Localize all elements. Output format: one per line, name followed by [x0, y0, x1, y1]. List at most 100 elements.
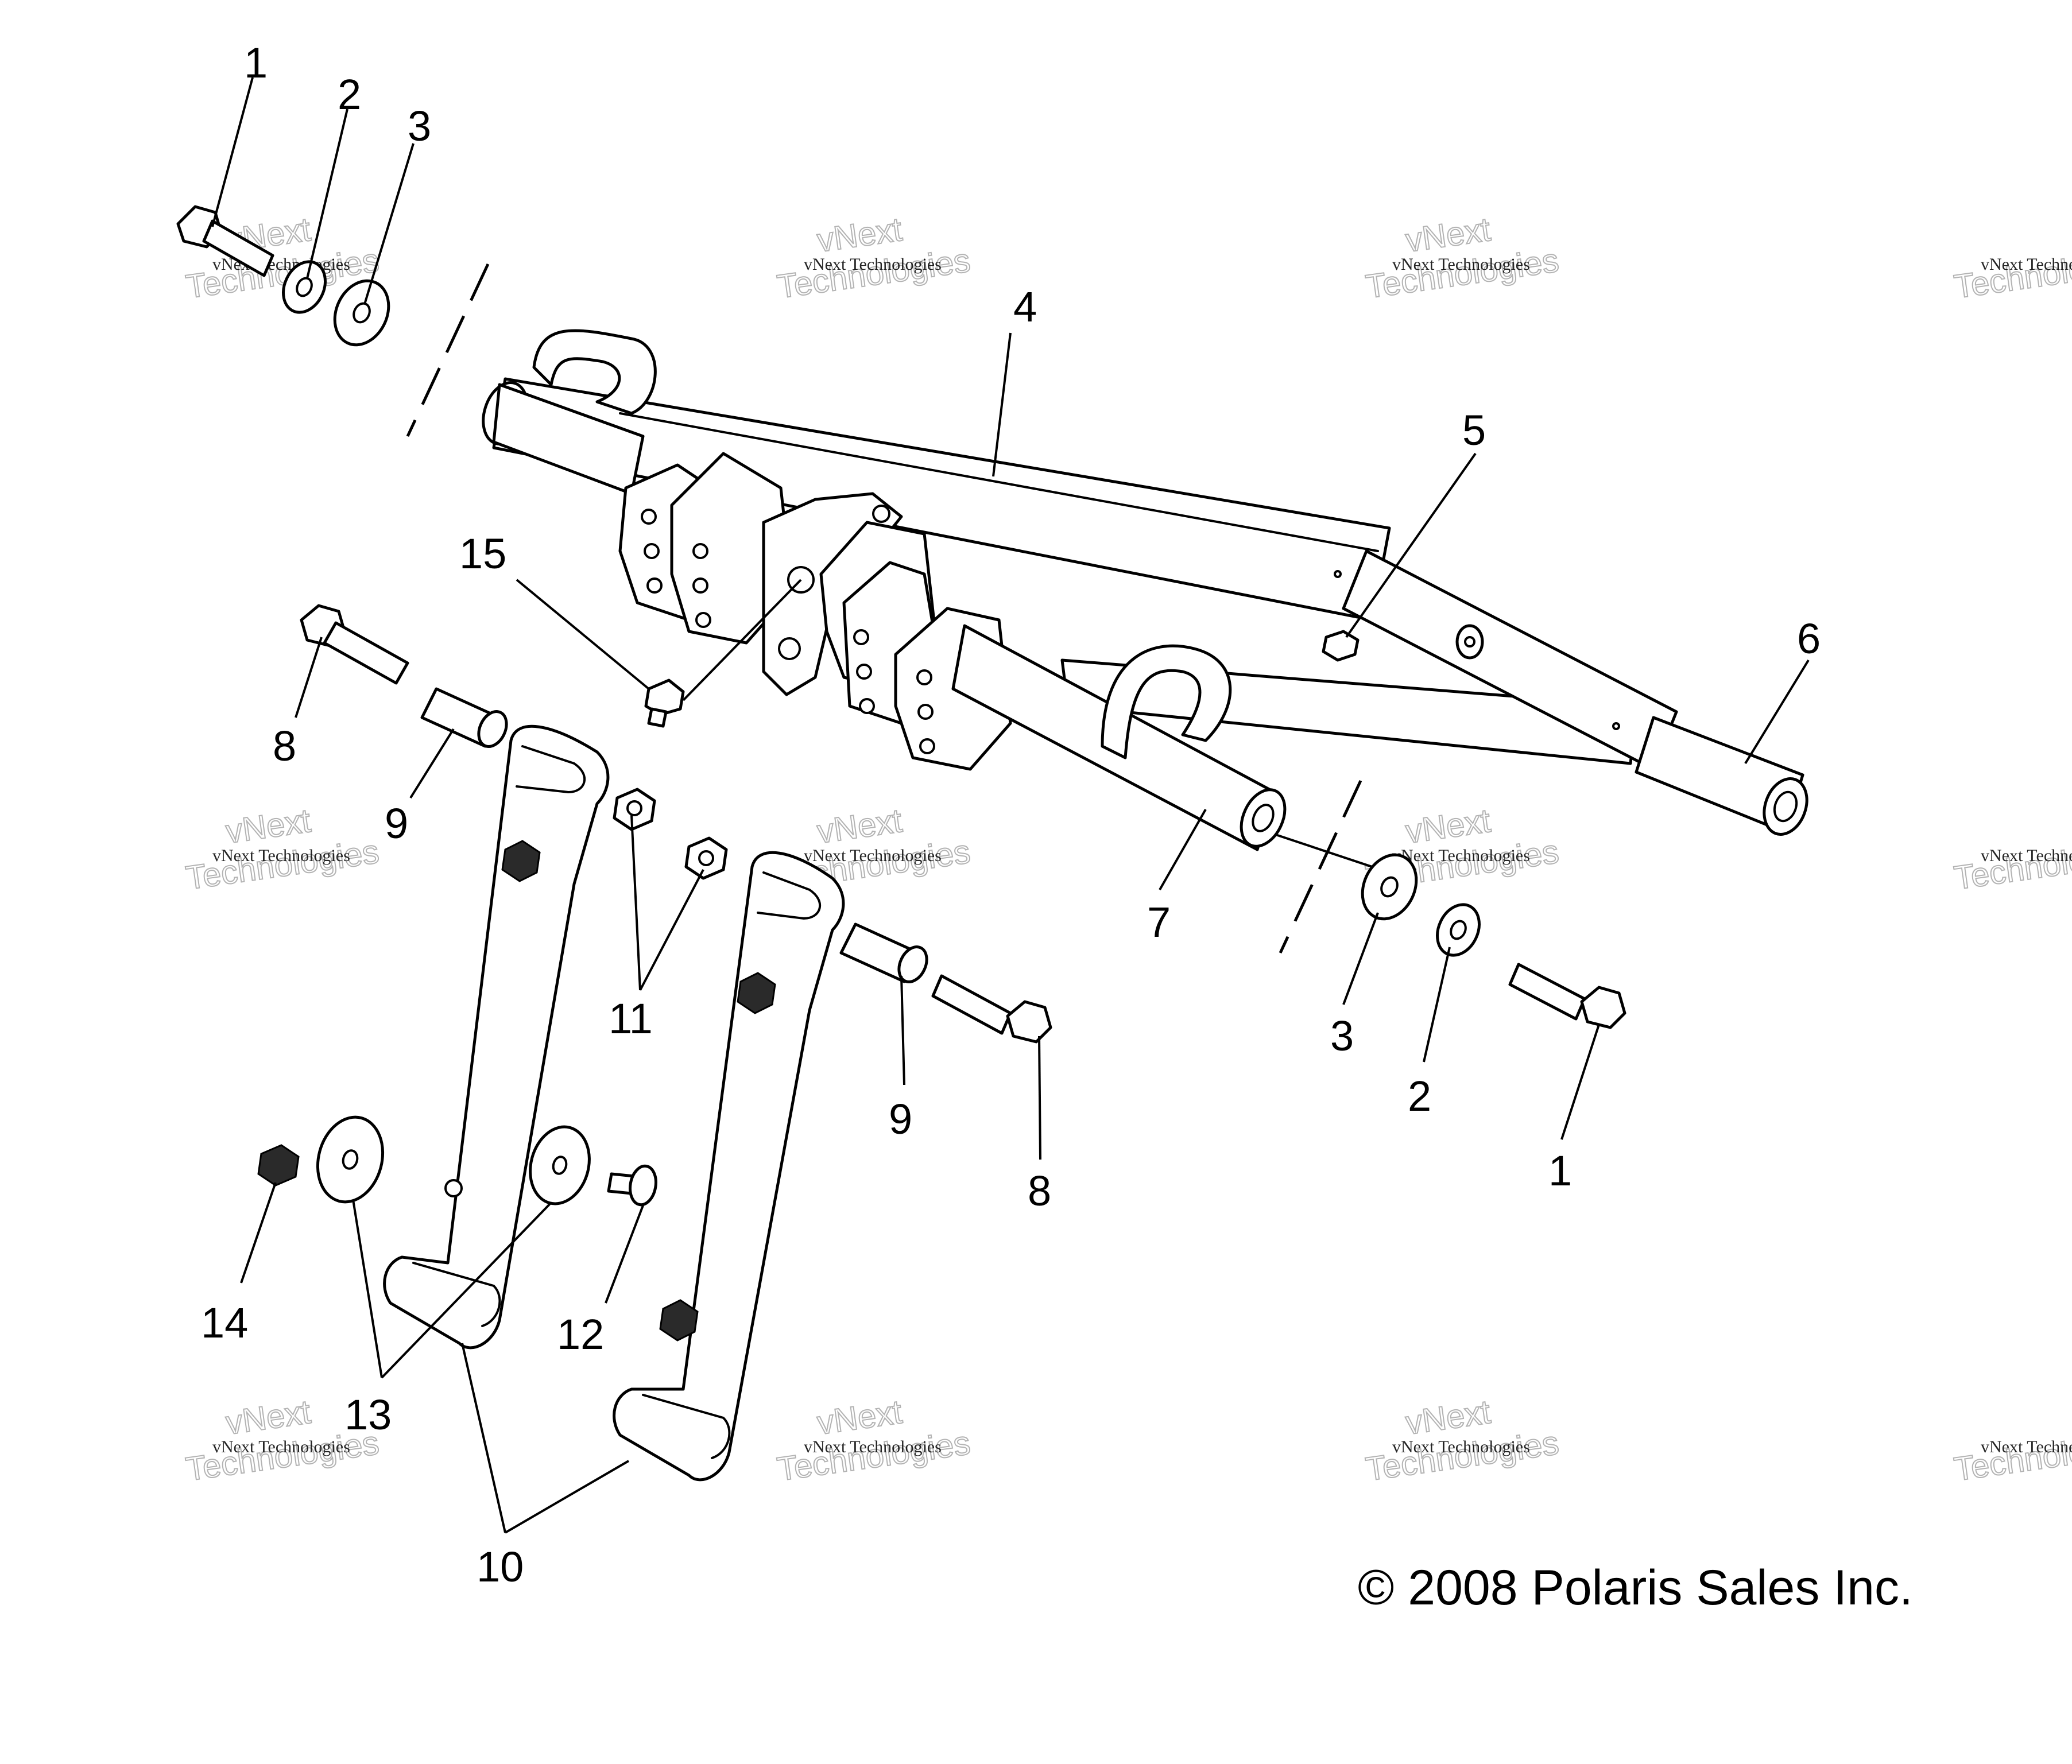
leaf-link-right-bottom-loop	[642, 1394, 731, 1459]
washer-13-a-hole	[342, 1149, 359, 1170]
axis-line-right	[1276, 834, 1391, 874]
callout-3a: 3	[408, 102, 431, 150]
leader-5	[1345, 452, 1477, 638]
callout-8b: 8	[1028, 1167, 1051, 1215]
pin-12	[607, 1164, 657, 1207]
right-tube-bore	[1252, 804, 1275, 832]
callout-13: 13	[344, 1391, 392, 1439]
watermark-11: vNext Technologies	[1981, 846, 2072, 865]
watermark-9: vNext Technologies	[1392, 1437, 1530, 1456]
bolt-8-left	[300, 604, 409, 685]
callout-11: 11	[609, 995, 653, 1042]
callout-14: 14	[201, 1299, 248, 1347]
leaf-link-right-top-loop	[757, 871, 822, 920]
watermark-2: vNext Technologies	[804, 255, 942, 274]
leader-15b	[682, 579, 802, 701]
lock-washer-left-hole	[296, 277, 313, 297]
leader-10b	[504, 1460, 630, 1534]
nut-14	[257, 1144, 300, 1187]
leaf-link-right-body	[613, 851, 845, 1482]
watermark-12: vNext Technologies	[1981, 1437, 2072, 1456]
leader-1b	[1560, 1024, 1600, 1140]
callout-8a: 8	[273, 722, 296, 770]
watermark-10: vNext Technologies	[1981, 255, 2072, 274]
leader-2b	[1423, 947, 1451, 1063]
left-handle-loop	[532, 329, 657, 415]
leaf-link-left-body	[383, 724, 610, 1350]
callout-6: 6	[1797, 615, 1821, 662]
watermark-7: vNext Technologies	[212, 1437, 350, 1456]
leader-6	[1744, 659, 1810, 765]
bolt-right	[1508, 963, 1626, 1029]
leader-3a	[363, 143, 415, 305]
right-handle-loop	[1101, 644, 1232, 759]
leader-3b	[1342, 912, 1379, 1005]
leaf-link-left-top-loop	[516, 745, 586, 794]
callout-2a: 2	[338, 71, 361, 118]
bolt-left-shank	[202, 219, 274, 277]
axis-dash-left	[406, 263, 490, 437]
leaf-link-right-top-nut	[737, 972, 776, 1014]
leader-9a	[409, 728, 455, 799]
leaf-link-left-bottom-loop	[412, 1262, 501, 1327]
bolt-8-right	[931, 974, 1052, 1044]
bracket-1-hole-a	[641, 509, 657, 525]
bracket-2-hole-a	[692, 543, 708, 559]
bracket-5-hole-c	[919, 738, 935, 754]
leader-4	[992, 332, 1012, 477]
grease-fitting-5-body	[1322, 630, 1360, 662]
grease-fitting-15-body	[644, 679, 685, 716]
center-plate-hole-b	[778, 637, 801, 660]
bushing-9-right-face	[897, 945, 928, 983]
leader-10a	[461, 1343, 506, 1533]
callout-5: 5	[1462, 406, 1486, 454]
leaf-link-right	[613, 851, 845, 1482]
center-plate-hole-c	[872, 505, 890, 523]
bracket-4-hole-c	[859, 698, 875, 714]
frame-pin-hole-b	[1612, 722, 1620, 730]
bushing-9-left-face	[477, 710, 508, 748]
callout-15: 15	[459, 530, 506, 577]
bolt-8-right-shank	[931, 974, 1012, 1035]
leader-13a	[352, 1199, 383, 1378]
nut-11-b-hole	[698, 850, 714, 866]
bracket-1-hole-c	[646, 577, 663, 594]
bracket-4-hole-b	[856, 664, 872, 680]
axis-dash-right	[1279, 780, 1362, 954]
washer-13-b-hole	[552, 1156, 568, 1175]
leader-1a	[211, 77, 254, 227]
frame-top-tube-edge	[619, 412, 1379, 552]
bushing-9-left	[420, 687, 508, 748]
watermark-6: vNext Technologies	[1392, 846, 1530, 865]
bracket-4-hole-a	[853, 629, 869, 645]
bracket-5-hole-b	[917, 704, 934, 720]
frame-pin-hole-a	[1334, 570, 1342, 578]
front-axle-frame	[482, 329, 1808, 851]
bracket-2-hole-c	[695, 612, 711, 628]
lock-washer-right-hole	[1450, 920, 1467, 940]
callout-9b: 9	[889, 1095, 912, 1143]
bolt-right-shank	[1508, 963, 1586, 1021]
leader-8a	[295, 637, 323, 718]
flat-washer-right-hole	[1380, 876, 1399, 898]
watermark-5: vNext Technologies	[804, 846, 942, 865]
frame-grease-boss-hole	[1464, 636, 1475, 648]
leader-2a	[306, 108, 348, 279]
watermark-8: vNext Technologies	[804, 1437, 942, 1456]
watermark-3: vNext Technologies	[1392, 255, 1530, 274]
leaf-link-right-bottom-nut	[659, 1299, 699, 1342]
leader-11b	[639, 869, 704, 991]
grease-fitting-15-tip	[647, 707, 668, 728]
leader-12	[605, 1205, 644, 1304]
copyright-text: © 2008 Polaris Sales Inc.	[1358, 1560, 1913, 1615]
leader-11a	[630, 815, 641, 991]
bracket-5-hole-a	[916, 669, 932, 685]
leader-9b	[900, 975, 905, 1085]
leader-lines	[211, 77, 1810, 1534]
bracket-2-hole-b	[692, 577, 708, 594]
leader-7	[1159, 809, 1207, 890]
callout-9a: 9	[385, 800, 408, 847]
leaf-link-left	[383, 724, 610, 1350]
callout-3b: 3	[1330, 1012, 1354, 1060]
